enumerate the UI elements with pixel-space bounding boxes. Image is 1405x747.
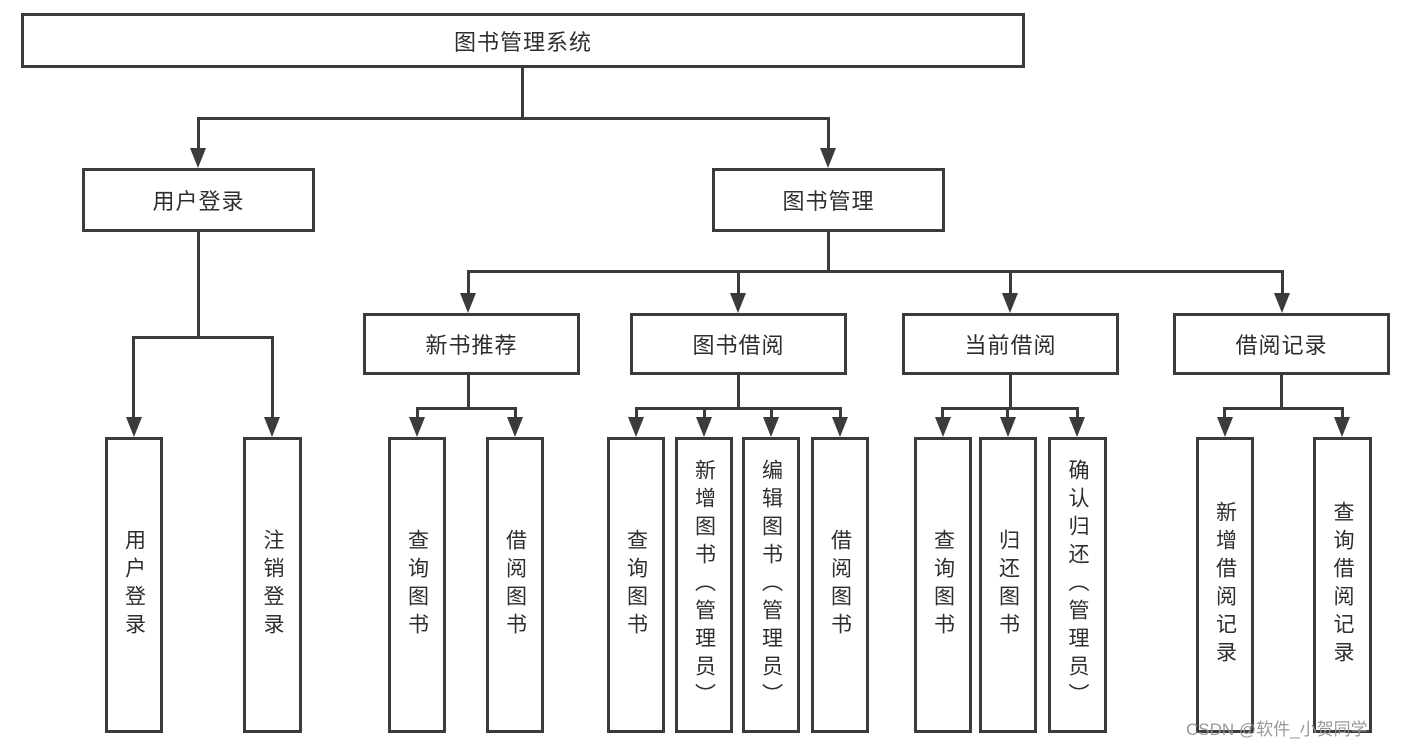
connector-line	[827, 232, 830, 273]
arrowhead	[935, 417, 951, 437]
connector-line	[132, 336, 274, 339]
node-label: 用户登录	[122, 529, 146, 641]
node-user-login-branch: 用户登录	[82, 168, 315, 232]
node-query-books-borrowing: 查询图书	[607, 437, 665, 733]
node-label: 确认归还（管理员）	[1066, 459, 1089, 711]
node-library-management-system: 图书管理系统	[21, 13, 1025, 68]
connector-line	[1006, 407, 1009, 422]
connector-line	[1076, 407, 1079, 422]
connector-line	[1009, 270, 1012, 298]
node-edit-book-admin: 编辑图书（管理员）	[742, 437, 800, 733]
node-book-borrowing: 图书借阅	[630, 313, 847, 375]
arrowhead	[1069, 417, 1085, 437]
arrowhead	[628, 417, 644, 437]
node-label: 查询图书	[624, 529, 648, 641]
connector-line	[416, 407, 419, 422]
connector-line	[737, 375, 740, 410]
connector-line	[467, 270, 1284, 273]
node-label: 借阅图书	[828, 529, 852, 641]
connector-line	[703, 407, 706, 422]
connector-line	[197, 232, 200, 339]
node-query-books-current: 查询图书	[914, 437, 972, 733]
node-label: 新增借阅记录	[1213, 501, 1237, 669]
arrowhead	[409, 417, 425, 437]
node-book-management: 图书管理	[712, 168, 945, 232]
node-user-login: 用户登录	[105, 437, 163, 733]
arrowhead	[1002, 293, 1018, 313]
arrowhead	[820, 148, 836, 168]
node-query-books-recommend: 查询图书	[388, 437, 446, 733]
connector-line	[1223, 407, 1344, 410]
node-logout-login: 注销登录	[243, 437, 302, 733]
arrowhead	[1000, 417, 1016, 437]
connector-line	[1009, 375, 1012, 410]
connector-line	[132, 336, 135, 422]
node-add-book-admin: 新增图书（管理员）	[675, 437, 733, 733]
node-return-books: 归还图书	[979, 437, 1037, 733]
arrowhead	[1334, 417, 1350, 437]
connector-line	[197, 117, 830, 120]
connector-line	[941, 407, 944, 422]
connector-line	[514, 407, 517, 422]
connector-line	[1341, 407, 1344, 422]
node-label: 借阅图书	[503, 529, 527, 641]
node-confirm-return-admin: 确认归还（管理员）	[1048, 437, 1107, 733]
node-label: 当前借阅	[964, 333, 1057, 358]
arrowhead	[832, 417, 848, 437]
node-label: 查询图书	[931, 529, 955, 641]
arrowhead	[126, 417, 142, 437]
node-label: 用户登录	[152, 189, 245, 214]
node-new-book-recommendation: 新书推荐	[363, 313, 580, 375]
arrowhead	[1217, 417, 1233, 437]
arrowhead	[730, 293, 746, 313]
node-label: 查询图书	[405, 529, 429, 641]
csdn-watermark: CSDN @软件_小贺同学	[1186, 720, 1368, 739]
node-borrowing-records: 借阅记录	[1173, 313, 1390, 375]
arrowhead	[763, 417, 779, 437]
node-borrow-books-recommend: 借阅图书	[486, 437, 544, 733]
node-label: 查询借阅记录	[1331, 501, 1354, 669]
connector-line	[271, 336, 274, 422]
node-label: 归还图书	[996, 529, 1020, 641]
node-label: 新书推荐	[425, 333, 518, 358]
arrowhead	[507, 417, 523, 437]
connector-line	[1280, 375, 1283, 410]
node-label: 编辑图书（管理员）	[759, 459, 783, 711]
node-label: 新增图书（管理员）	[692, 459, 716, 711]
connector-line	[770, 407, 773, 422]
node-label: 图书借阅	[692, 333, 785, 358]
connector-line	[635, 407, 638, 422]
connector-line	[467, 375, 470, 410]
connector-line	[839, 407, 842, 422]
arrowhead	[1274, 293, 1290, 313]
arrowhead	[190, 148, 206, 168]
connector-line	[941, 407, 1079, 410]
arrowhead	[264, 417, 280, 437]
connector-line	[1281, 270, 1284, 298]
connector-line	[197, 117, 200, 153]
node-current-borrowing: 当前借阅	[902, 313, 1119, 375]
node-borrow-books: 借阅图书	[811, 437, 869, 733]
arrowhead	[460, 293, 476, 313]
connector-line	[635, 407, 842, 410]
arrowhead	[696, 417, 712, 437]
connector-line	[521, 68, 524, 120]
node-add-borrow-record: 新增借阅记录	[1196, 437, 1254, 733]
connector-line	[827, 117, 830, 153]
connector-line	[737, 270, 740, 298]
node-query-borrow-record: 查询借阅记录	[1313, 437, 1372, 733]
node-label: 图书管理系统	[453, 29, 592, 55]
node-label: 图书管理	[782, 189, 875, 214]
connector-line	[467, 270, 470, 298]
connector-line	[1223, 407, 1226, 422]
node-label: 注销登录	[261, 529, 284, 641]
node-label: 借阅记录	[1235, 333, 1328, 358]
connector-line	[416, 407, 517, 410]
